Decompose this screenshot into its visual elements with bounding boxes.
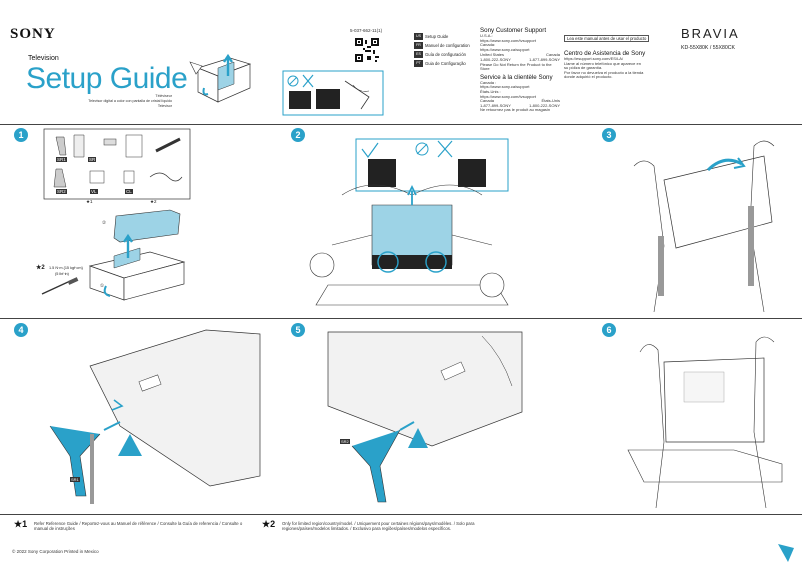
divider-bottom <box>0 514 802 515</box>
step6-illustration <box>627 336 783 509</box>
star2-marker-screw: ★2 <box>36 265 45 271</box>
model-number: KD-55X80K / 55X80CK <box>681 45 735 51</box>
step4-illustration <box>49 329 261 504</box>
recycle-corner-icon <box>778 544 794 562</box>
phone-head-ca-fr: Canada <box>480 98 495 104</box>
step-number-1: 1 <box>14 128 28 142</box>
brand-logo: SONY <box>10 26 56 42</box>
step2-illustration <box>309 138 509 306</box>
step-number-6: 6 <box>602 323 616 337</box>
support-line: Canada : <box>480 79 497 85</box>
support-warning-fr: Ne retournez pas le produit au magasin <box>480 107 551 113</box>
divider-middle <box>0 318 802 319</box>
divider-top <box>0 124 802 125</box>
lang-label-pt: Guia de Configuração <box>425 61 466 67</box>
page-title: Setup Guide <box>26 62 188 95</box>
phone-header-row-fr: Canada États-Unis <box>480 99 560 104</box>
phone-row-fr: 1-877-899-SONY 1-800-222-SONY <box>480 102 560 109</box>
step-number-5: 5 <box>291 323 305 337</box>
phone-row: 1-800-222-SONY 1-877-899-SONY <box>480 56 560 63</box>
footnote-mark-2: ★2 <box>262 519 276 529</box>
screw-torque-label-2: (5 lbf·in) <box>55 272 69 276</box>
title-translation-pt: Televisor <box>157 104 172 108</box>
title-translations: Téléviseur Televisor digital a color con… <box>60 94 172 109</box>
part-label-sr2: SR2 <box>56 189 67 194</box>
step5-illustration <box>327 331 523 503</box>
star2-marker: ★2 <box>150 199 157 204</box>
step1-box-illustration <box>88 209 186 301</box>
star1-marker: ★1 <box>86 199 93 204</box>
footnote-text-1: Refer Reference Guide / Reportez-vous au… <box>34 521 243 532</box>
part-label-sr1: SR1 <box>56 157 67 162</box>
parts-panel <box>43 128 191 200</box>
title-translation-es: Televisor digital a color con pantalla d… <box>88 99 172 103</box>
bravia-logo: BRAVIA <box>681 26 740 41</box>
support-warning: Please Do Not Return the Product to the … <box>480 61 552 72</box>
lang-label-us: Setup Guide <box>425 34 449 40</box>
callout-1: ① <box>100 283 105 288</box>
title-translation-fr: Téléviseur <box>155 94 172 98</box>
footnote-text-2: Only for limited region/country/model. /… <box>282 521 475 532</box>
step-number-4: 4 <box>14 323 28 337</box>
step3-illustration <box>633 140 775 313</box>
screw-torque-label: 1.5 N·m {15 kgf·cm} <box>49 266 83 270</box>
support-link-us[interactable]: https://www.sony.com/tvsupport <box>480 37 536 43</box>
part-label-cl: CL <box>125 189 133 194</box>
phone-head-us: United States <box>480 52 505 58</box>
product-type: Television <box>28 55 59 62</box>
document-code: 5-037-662-11(1) <box>350 28 383 33</box>
lang-label-fr: Manuel de configuration <box>425 43 470 49</box>
part-label-sr1-step4: SR1 <box>70 477 80 482</box>
spanish-support-link[interactable]: https://esupport.sony.com/ES/LA/ <box>564 56 624 61</box>
part-label-sr2-step5: SR2 <box>340 439 350 444</box>
support-column: Sony Customer Support U.S.A.: https://ww… <box>480 27 560 113</box>
spanish-support-column: Lea este manual antes de usar el product… <box>564 27 660 80</box>
callout-2: ② <box>102 220 107 225</box>
lang-label-es: Guía de configuración <box>425 52 466 58</box>
spanish-support-line: Por favor no devuelva el producto a la t… <box>564 69 644 75</box>
phone-ca-fr: 1-877-899-SONY <box>480 102 511 108</box>
phone-us-fr: 1-800-222-SONY <box>529 102 560 108</box>
support-link-us-fr[interactable]: https://www.sony.com/tvsupport <box>480 93 536 99</box>
support-link-ca[interactable]: https://www.sony.ca/support <box>480 46 530 52</box>
spanish-support-line: Llame al número telefónico que aparece e… <box>564 60 641 66</box>
support-line: Canada: <box>480 42 496 48</box>
qr-code-icon[interactable] <box>355 38 379 62</box>
screwdriver-icon <box>41 277 79 295</box>
part-label-sr: SR <box>88 157 97 162</box>
support-line: États-Unis : <box>480 88 501 94</box>
caution-illustration <box>282 70 384 116</box>
lang-badge-us: US <box>414 33 423 41</box>
support-line: U.S.A.: <box>480 33 493 38</box>
spanish-support-line: su póliza de garantía. <box>564 65 603 71</box>
spanish-support-line: donde adquirió el producto. <box>564 74 613 80</box>
support-heading: Sony Customer Support <box>480 27 547 34</box>
support-heading-fr: Service à la clientèle Sony <box>480 73 553 81</box>
footnote-mark-1: ★1 <box>14 519 28 529</box>
spanish-support-heading: Centro de Asistencia de Sony <box>564 50 646 57</box>
part-label-vl: VL <box>90 189 98 194</box>
copyright: © 2022 Sony Corporation Printed in Mexic… <box>12 549 99 554</box>
phone-ca: 1-877-899-SONY <box>529 56 560 62</box>
phone-header-row: United States Canada <box>480 53 560 58</box>
step-number-3: 3 <box>602 128 616 142</box>
phone-head-ca: Canada <box>545 52 560 58</box>
phone-us: 1-800-222-SONY <box>480 56 511 62</box>
tv-box-illustration <box>189 53 252 103</box>
lang-badge-es: ES <box>414 51 423 59</box>
lang-badge-fr: FR <box>414 42 423 50</box>
read-manual-notice: Lea este manual antes de usar el product… <box>564 35 650 42</box>
phone-head-us-fr: États-Unis <box>541 98 560 104</box>
step-number-2: 2 <box>291 128 305 142</box>
support-link-ca-fr[interactable]: https://www.sony.ca/support <box>480 84 530 90</box>
lang-badge-pt: PT <box>414 60 423 68</box>
